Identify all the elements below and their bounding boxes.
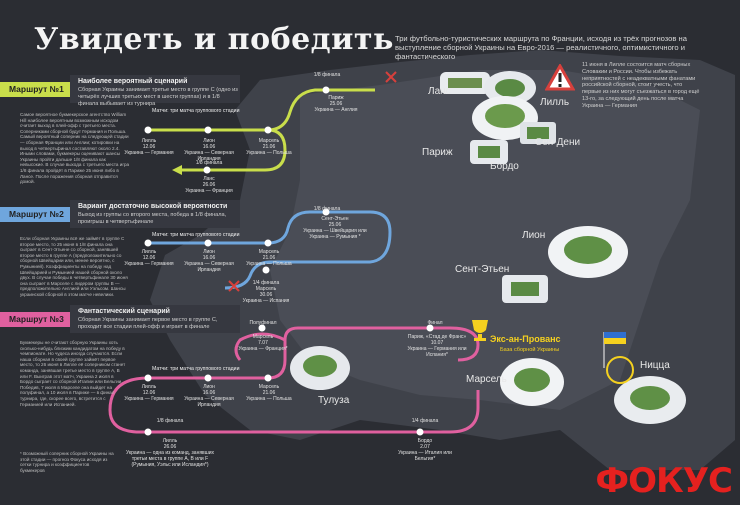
stadium-lens: [440, 72, 490, 94]
route2-up-stage: 1/8 финала: [313, 206, 341, 212]
stadium-saint-etienne: [502, 275, 548, 303]
route2-header: [70, 200, 240, 228]
route3-group-label: Матчи: три матча группового стадии: [152, 366, 240, 372]
route3-sf-stage: Полуфинал: [249, 320, 277, 326]
subtitle: Три футбольно-туристических маршрута по …: [395, 34, 687, 62]
route3-r16: 1/8 финала: [156, 418, 184, 424]
route3-body: Букмекеры не считают сборную Украины хот…: [20, 340, 126, 407]
city-saint-etienne: Сент-Этьен: [455, 264, 510, 275]
warning-text: 11 июня в Лилле состоится матч сборных С…: [582, 62, 700, 109]
page-title: Увидеть и победить: [34, 22, 394, 57]
brand-logo: ФОКУС: [595, 461, 733, 501]
route2-desc: Выход из группы со второго места, победа…: [78, 212, 227, 225]
footnote: * Возможный соперник сборной Украины на …: [20, 451, 114, 473]
aix-marker: [603, 332, 634, 384]
route2-title: Вариант достаточно высокой вероятности: [78, 203, 228, 210]
stadium-nice: [614, 376, 686, 424]
stadium-paris: [470, 140, 508, 164]
city-aix: Экс-ан-Прованс: [490, 334, 561, 344]
route3-final-stage: Финал: [427, 320, 443, 326]
stadium-lyon: [548, 226, 628, 278]
city-nice: Ницца: [640, 360, 670, 371]
route2-group-label: Матчи: три матча группового стадии: [152, 232, 240, 238]
route2-body: Если сборная Украины всё же займёт в гру…: [20, 236, 128, 297]
trophy-icon: [472, 320, 488, 341]
route1-desc: Сборная Украины занимает третье место в …: [78, 87, 238, 107]
city-paris: Париж: [422, 147, 453, 158]
route3-header: [70, 305, 240, 333]
city-lens: Ланс: [428, 86, 451, 97]
city-toulouse: Тулуза: [318, 395, 350, 406]
route1-header: [70, 75, 240, 103]
stadium-bordeaux: [520, 122, 556, 144]
route1-up: 1/8 финала: [313, 72, 341, 78]
city-bordeaux: Бордо: [490, 161, 519, 172]
stadium-toulouse: [290, 346, 350, 390]
route1-group-label: Матчи: три матча группового стадии: [152, 108, 240, 114]
route1-down-stage: 1/8 финала: [195, 160, 223, 166]
city-saint-denis: Сен-Дени: [535, 137, 581, 148]
stadium-lille: [484, 71, 536, 105]
route1-body: Самое вероятное букмекерское агентство W…: [20, 112, 130, 185]
warning-icon: [545, 64, 575, 91]
route3-desc: Сборная Украины занимает первое место в …: [78, 317, 218, 330]
tab-route3: Маршрут №3: [0, 312, 79, 327]
tab-route2: Маршрут №2: [0, 207, 79, 222]
city-lille: Лилль: [540, 97, 570, 108]
route3-qf-stage: 1/4 финала: [411, 418, 439, 424]
stadium-marseille: [500, 358, 564, 406]
city-lyon: Лион: [522, 230, 546, 241]
city-aix-sub: База сборной Украины: [500, 347, 560, 353]
tab-route1: Маршрут №1: [0, 82, 79, 97]
route3-title: Фантастический сценарий: [78, 308, 170, 315]
city-marseille: Марсель: [466, 374, 507, 385]
route1-title: Наиболее вероятный сценарий: [78, 78, 188, 85]
